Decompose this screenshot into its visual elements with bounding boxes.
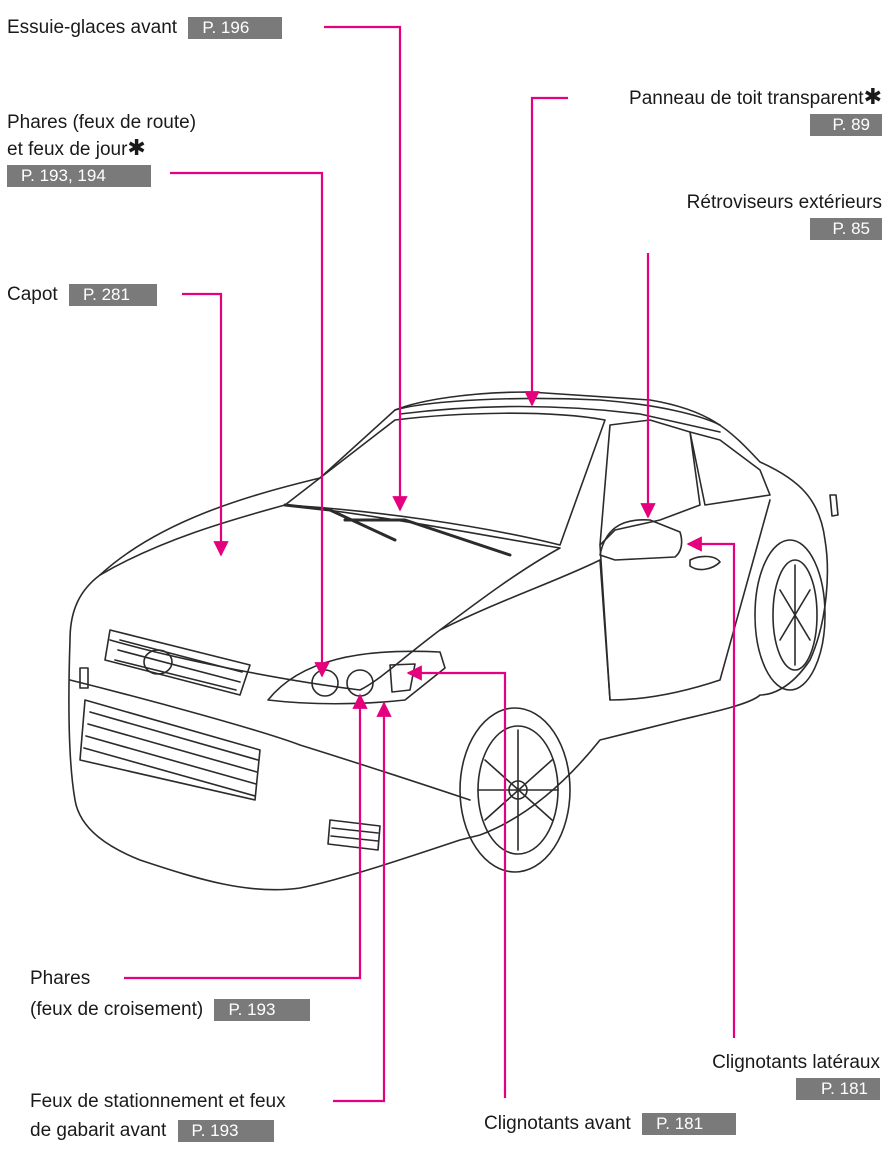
emblem: [143, 649, 173, 675]
leader-wipers: [324, 25, 408, 512]
asterisk-icon: ✱: [127, 135, 146, 160]
callout-wipers-label: Essuie-glaces avant: [7, 17, 178, 38]
fog-light: [327, 819, 381, 851]
callout-front-turn: Clignotants avant P. 181: [484, 1111, 737, 1136]
door-window-rear: [689, 431, 771, 506]
rear-wheel-tire: [754, 539, 826, 691]
roof-rail: [399, 405, 721, 433]
callout-headlights-high-label-1: Phares (feux de route): [7, 112, 197, 133]
front-wheel-spokes: [477, 729, 559, 851]
car-roof: [394, 397, 721, 426]
door-line: [599, 499, 771, 701]
leader-headlights-low: [124, 693, 368, 980]
headlight-housing: [267, 650, 446, 705]
callout-headlights-high-label-2: et feux de jour: [7, 139, 128, 160]
callout-side-turn-ref[interactable]: P. 181: [796, 1078, 880, 1101]
rear-side-marker: [829, 494, 839, 517]
leader-front-turn: [406, 665, 507, 1098]
callout-mirrors: Rétroviseurs extérieurs P. 85: [686, 190, 882, 241]
car-body-outline: [68, 391, 829, 891]
leader-lines: [124, 25, 736, 1103]
wiper-left: [283, 503, 397, 542]
callout-moonroof-label: Panneau de toit transparent: [629, 88, 864, 109]
callout-parking-ref[interactable]: P. 193: [177, 1119, 274, 1142]
wiper-right: [343, 518, 512, 557]
callout-hood-label: Capot: [7, 284, 58, 305]
leader-parking: [333, 701, 392, 1103]
leader-headlights-high: [170, 171, 330, 678]
callout-headlights-low-ref[interactable]: P. 193: [214, 998, 311, 1021]
hood-panel: [99, 504, 561, 691]
car-drawing: [68, 391, 839, 891]
headlight-lens-high: [311, 669, 339, 697]
callout-headlights-high-ref[interactable]: P. 193, 194: [7, 165, 151, 187]
callout-mirrors-ref[interactable]: P. 85: [810, 218, 882, 241]
callout-wipers: Essuie-glaces avant P. 196: [7, 15, 283, 40]
callout-parking-label-1: Feux de stationnement et feux: [30, 1091, 286, 1112]
callout-moonroof: Panneau de toit transparent✱ P. 89: [629, 84, 882, 137]
callout-headlights-low-label-1: Phares: [30, 968, 91, 989]
callout-moonroof-ref[interactable]: P. 89: [810, 114, 882, 137]
callout-side-turn: Clignotants latéraux P. 181: [712, 1050, 880, 1101]
door-handle: [689, 555, 721, 571]
callout-parking-row-2: de gabarit avant P. 193: [30, 1118, 286, 1143]
callout-front-turn-ref[interactable]: P. 181: [642, 1112, 737, 1135]
rear-wheel-spokes: [779, 564, 811, 666]
headlight-lens-low: [346, 669, 374, 697]
lower-intake: [79, 699, 261, 801]
callout-moonroof-label-row: Panneau de toit transparent✱: [629, 84, 882, 111]
callout-parking-label-2: de gabarit avant: [30, 1120, 167, 1141]
front-grille: [104, 629, 251, 696]
callout-headlights-high: Phares (feux de route) et feux de jour✱ …: [7, 110, 196, 187]
front-bumper: [69, 679, 471, 801]
door-window-front: [599, 419, 701, 546]
front-side-marker: [79, 667, 89, 689]
fog-light-bars: [330, 827, 379, 842]
headlight-turn: [389, 663, 416, 693]
front-wheel-tire: [459, 707, 571, 873]
callout-mirrors-label: Rétroviseurs extérieurs: [686, 192, 882, 213]
callout-headlights-low-label-2: (feux de croisement): [30, 999, 204, 1020]
callout-wipers-ref[interactable]: P. 196: [188, 16, 283, 39]
front-wheel-hub: [508, 780, 528, 800]
leader-hood: [182, 292, 229, 557]
windshield: [284, 412, 606, 546]
callout-hood: Capot P. 281: [7, 282, 157, 307]
front-fender-line: [439, 559, 611, 701]
callout-parking: Feux de stationnement et feux de gabarit…: [30, 1089, 286, 1143]
callout-headlights-low: Phares (feux de croisement) P. 193: [30, 966, 311, 1022]
leader-moonroof: [524, 96, 568, 407]
callout-headlights-low-row-2: (feux de croisement) P. 193: [30, 997, 311, 1022]
callout-hood-ref[interactable]: P. 281: [68, 283, 157, 306]
side-mirror: [599, 519, 683, 561]
callout-headlights-high-label-2-row: et feux de jour✱: [7, 135, 196, 162]
asterisk-icon: ✱: [863, 84, 882, 109]
rear-wheel-rim: [772, 559, 818, 671]
lower-intake-bars: [83, 711, 259, 797]
callout-side-turn-label: Clignotants latéraux: [712, 1052, 880, 1073]
leader-side-turn: [686, 536, 736, 1038]
grille-bars: [114, 639, 243, 691]
callout-front-turn-label: Clignotants avant: [484, 1113, 631, 1134]
